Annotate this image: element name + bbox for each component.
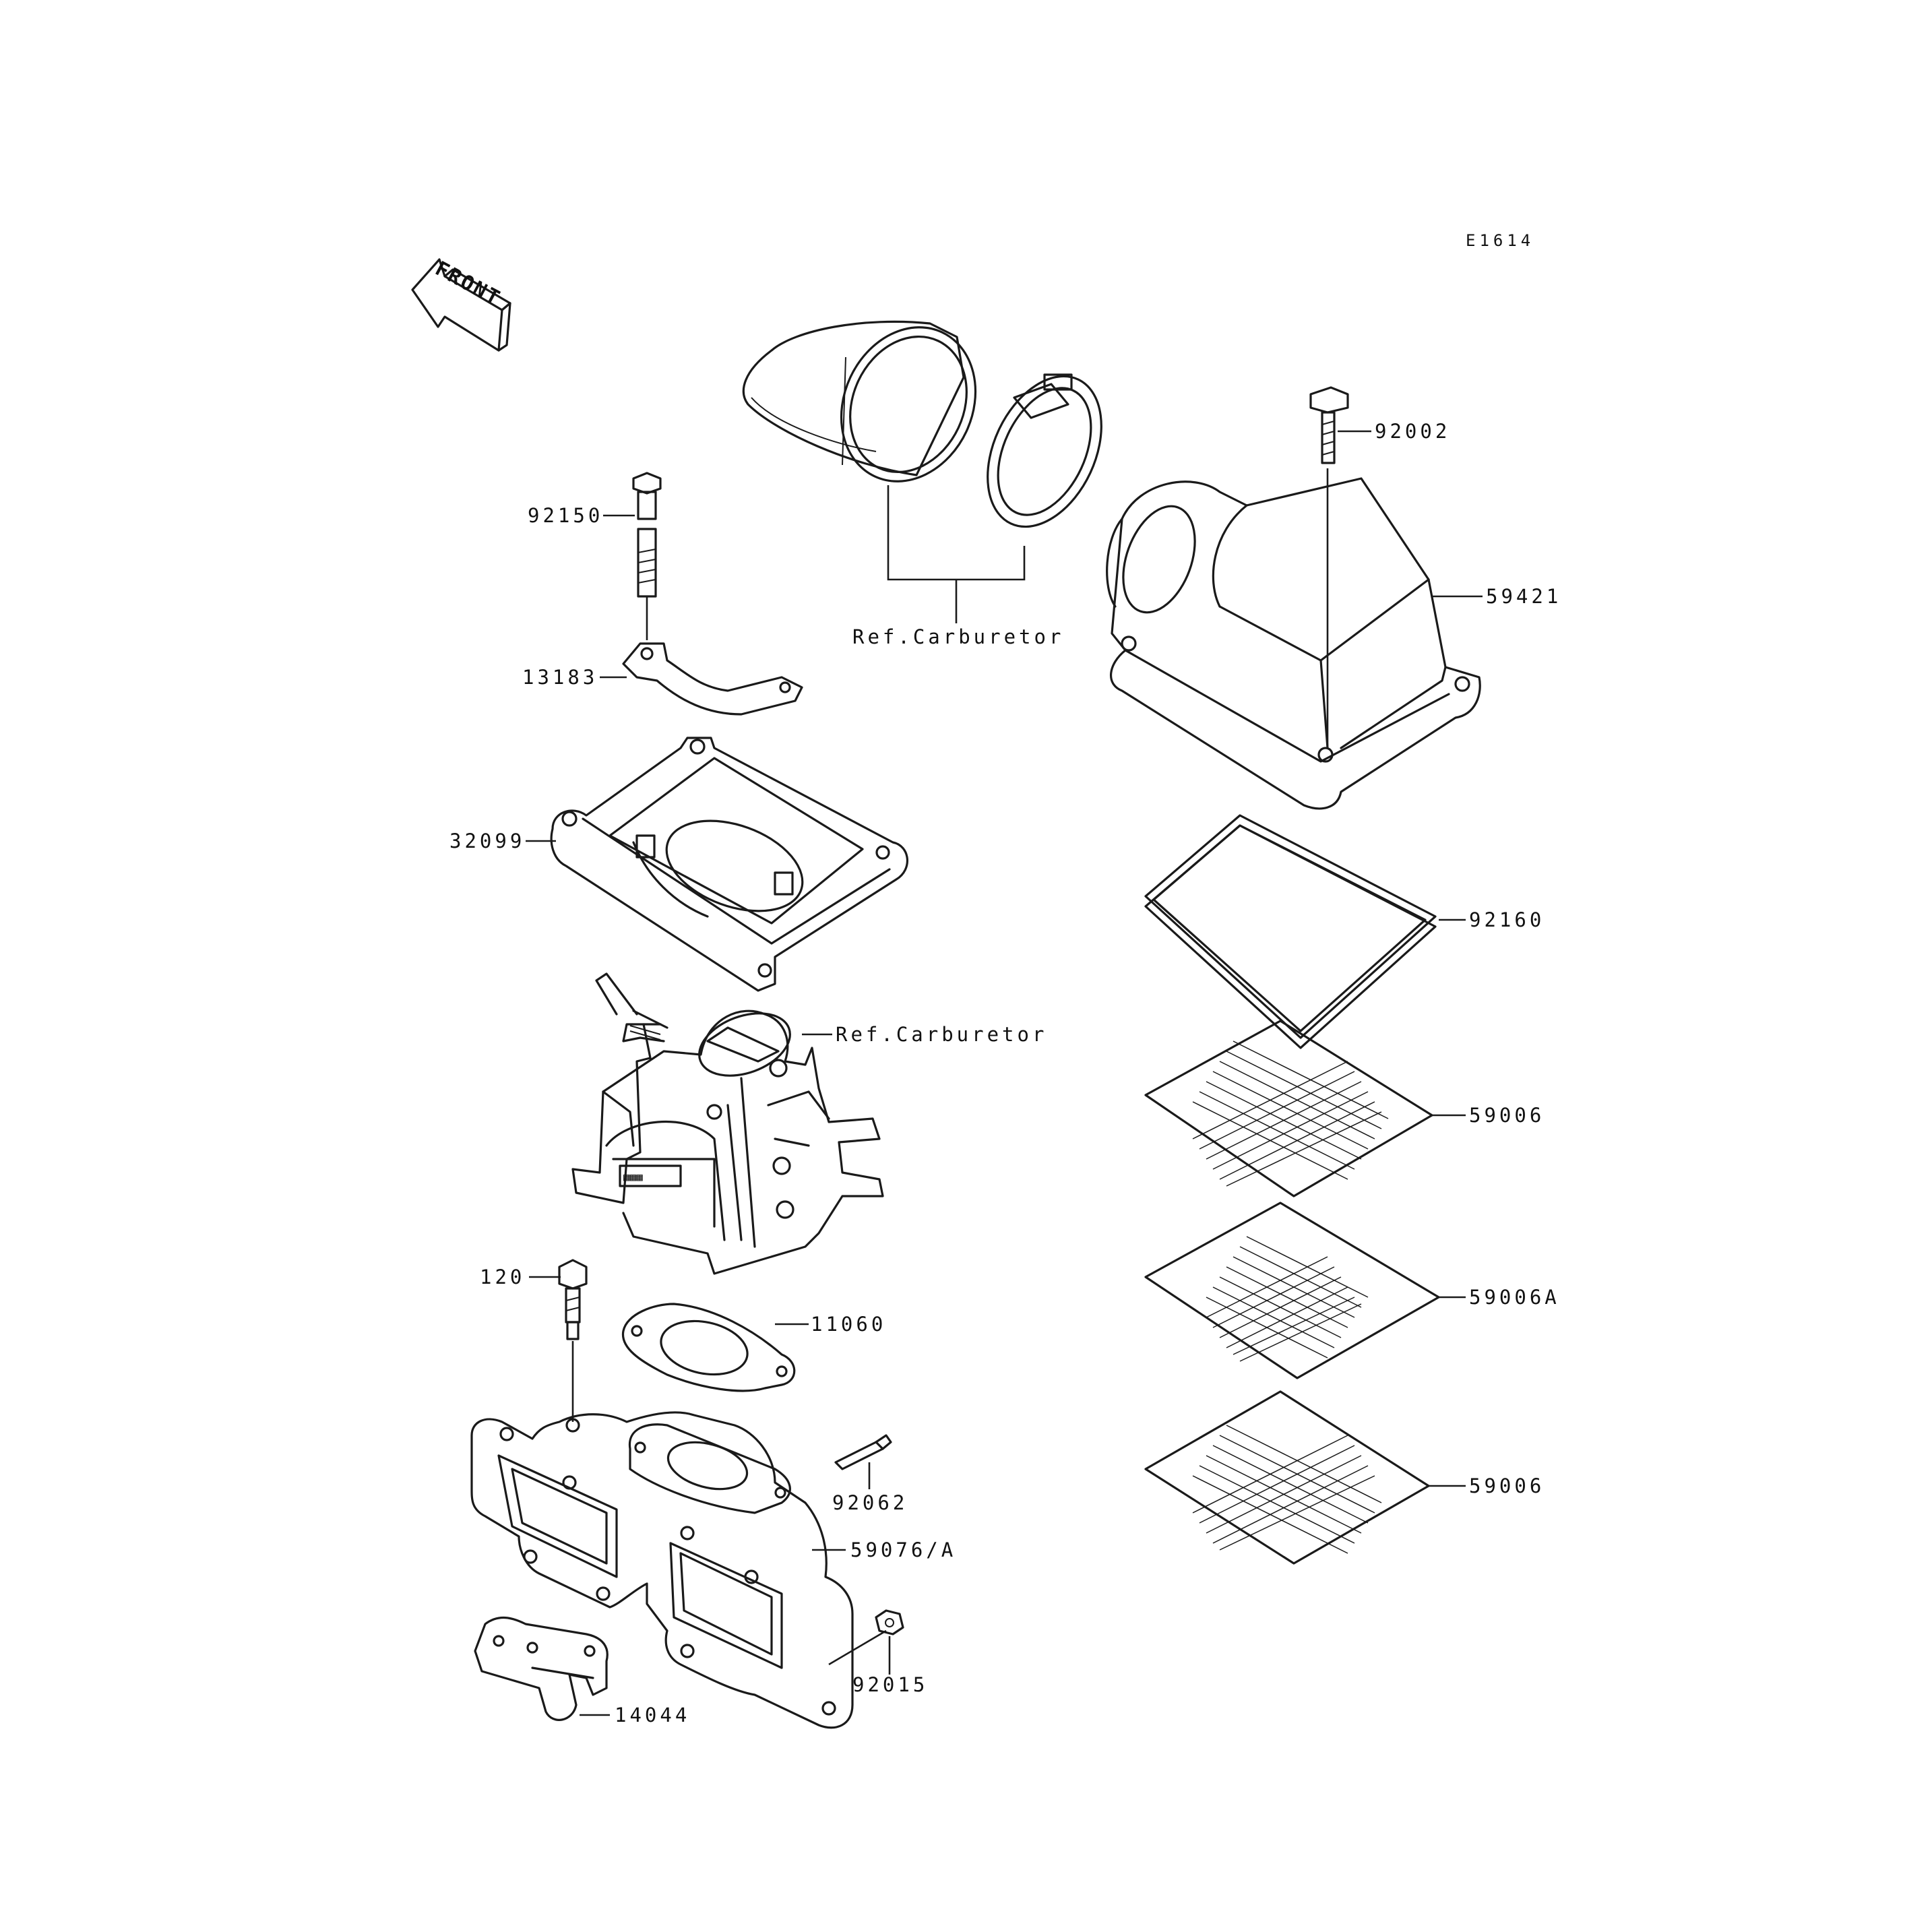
screen-59006A [1144, 1202, 1440, 1379]
intake-manifold [470, 1411, 854, 1729]
callout-92002: 92002 [1375, 420, 1450, 443]
callout-13183: 13183 [522, 666, 598, 689]
bolt-92002 [1309, 386, 1349, 464]
air-box-cover [1106, 477, 1481, 810]
callout-59006A: 59006A [1469, 1286, 1560, 1309]
callout-32099: 32099 [449, 830, 525, 852]
callout-92160: 92160 [1469, 908, 1545, 931]
svg-text:▦▦▦: ▦▦▦ [623, 1171, 643, 1183]
callout-120: 120 [480, 1266, 525, 1288]
callout-14044: 14044 [615, 1704, 690, 1726]
callout-ref-carburetor-top: Ref.Carburetor [852, 625, 1064, 648]
screen-59006-b [1144, 1390, 1430, 1565]
callout-11060: 11060 [811, 1313, 886, 1336]
callout-59006-a: 59006 [1469, 1104, 1545, 1127]
screen-59006-a [1144, 1020, 1433, 1197]
bracket-13183 [622, 642, 803, 716]
air-duct-boot [742, 320, 977, 482]
nut-92015 [875, 1609, 904, 1635]
front-label: FRONT [431, 257, 505, 311]
bolt-120 [558, 1259, 588, 1340]
callout-92150: 92150 [528, 504, 603, 527]
carburetor: ▦▦▦ [571, 972, 884, 1275]
pin-92062 [834, 1434, 892, 1470]
hose-clamp [987, 373, 1102, 528]
gasket-11060 [621, 1303, 796, 1392]
adapter-plate-32099 [550, 737, 908, 992]
callout-59006-b: 59006 [1469, 1474, 1545, 1497]
callout-59421: 59421 [1486, 585, 1561, 608]
callout-59076A: 59076/A [850, 1538, 956, 1561]
callout-92062: 92062 [832, 1491, 908, 1514]
front-arrow-icon: FRONT [411, 257, 511, 352]
callout-ref-carburetor-mid: Ref.Carburetor [836, 1023, 1047, 1046]
diagram-code: E1614 [1466, 231, 1534, 250]
bracket-14044 [474, 1616, 609, 1721]
bolt-92150 [632, 472, 662, 598]
callout-92015: 92015 [852, 1673, 928, 1696]
gasket-92160 [1144, 814, 1437, 1049]
